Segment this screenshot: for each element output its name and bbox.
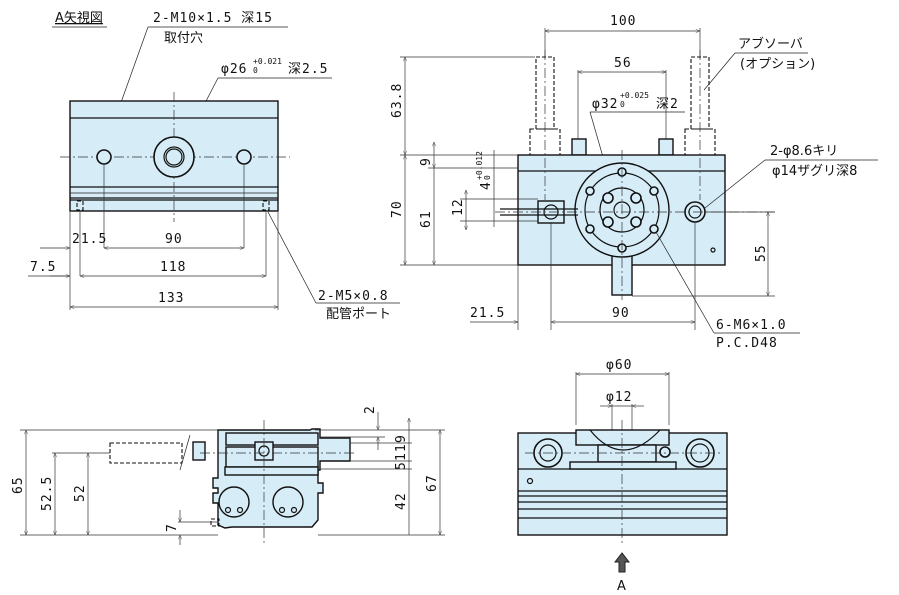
dim-42: 42 — [394, 492, 409, 510]
view-arrow-label: A — [617, 579, 626, 594]
dim-9: 9 — [419, 157, 434, 166]
mount-hole-note: 取付穴 — [164, 31, 203, 46]
dim-133: 133 — [158, 291, 184, 306]
absorber-label: アブソーバ — [738, 36, 803, 52]
dim-118: 118 — [160, 260, 186, 275]
dim-63-8: 63.8 — [390, 83, 405, 118]
view-a-title: A矢視図 — [55, 11, 103, 26]
port-callout: 2-M5×0.8 — [318, 289, 389, 304]
view-a: A矢視図 2-M10×1.5 深15 取付穴 φ26 +0.021 0 深2.5 — [28, 11, 400, 322]
bore-32-callout: φ32 — [592, 97, 618, 112]
bolt-right — [658, 138, 674, 156]
view-arrow-icon — [613, 552, 631, 573]
dim-21-5: 21.5 — [72, 232, 107, 247]
dim-21-5-top: 21.5 — [470, 306, 505, 321]
absorber-note: (オプション) — [740, 57, 815, 72]
dim-phi-60: φ60 — [606, 358, 632, 373]
bore-depth: 深2.5 — [288, 62, 328, 77]
center-bore — [153, 136, 195, 178]
bolt-left — [571, 138, 587, 156]
mount-hole-right — [236, 149, 252, 165]
dim-7-5: 7.5 — [30, 260, 56, 275]
bore-32-tol-upper: +0.025 — [620, 91, 649, 100]
pcd-callout: P.C.D48 — [716, 336, 778, 351]
bore-callout: φ26 — [221, 62, 247, 77]
dim-90: 90 — [165, 232, 183, 247]
mount-hole-callout: 2-M10×1.5 深15 — [153, 11, 273, 26]
dim-61: 61 — [419, 210, 434, 228]
dim-100: 100 — [610, 14, 636, 29]
thru-hole-callout: 2-φ8.6キリ — [770, 144, 838, 159]
dim-55: 55 — [754, 244, 769, 262]
dim-56: 56 — [614, 56, 632, 71]
dim-67: 67 — [425, 474, 440, 492]
dim-5: 5 — [394, 461, 409, 470]
mount-hole-left — [96, 149, 112, 165]
port-note: 配管ポート — [326, 307, 391, 322]
bore-tol-upper: +0.021 — [253, 57, 282, 66]
top-view: 100 56 φ32 +0.025 0 深2 アブソーバ (オプション) — [390, 14, 878, 351]
dim-70: 70 — [390, 200, 405, 218]
dim-7: 7 — [165, 523, 180, 532]
dim-52: 52 — [73, 484, 88, 502]
dim-9-side: 9 — [394, 434, 409, 443]
dim-4-tol-lower: 0 — [483, 175, 492, 180]
dim-12: 12 — [451, 198, 466, 216]
dim-11: 11 — [394, 443, 409, 461]
bore-32-depth: 深2 — [656, 97, 679, 112]
dim-2: 2 — [363, 405, 378, 414]
dim-52-5: 52.5 — [40, 476, 55, 511]
front-view: φ60 φ12 A — [517, 358, 728, 594]
dim-4-tol-upper: +0.012 — [475, 151, 484, 180]
bore-tol-lower: 0 — [253, 66, 258, 75]
dim-65: 65 — [11, 476, 26, 494]
bore-32-tol-lower: 0 — [620, 100, 625, 109]
tapped-hole-callout: 6-M6×1.0 — [716, 318, 787, 333]
dim-90-top: 90 — [612, 306, 630, 321]
dim-4: 4 — [479, 181, 494, 190]
side-view: 65 52.5 52 7 2 9 11 5 42 67 — [11, 405, 445, 545]
counterbore-callout: φ14ザグリ深8 — [772, 164, 857, 179]
dim-phi-12: φ12 — [606, 390, 632, 405]
